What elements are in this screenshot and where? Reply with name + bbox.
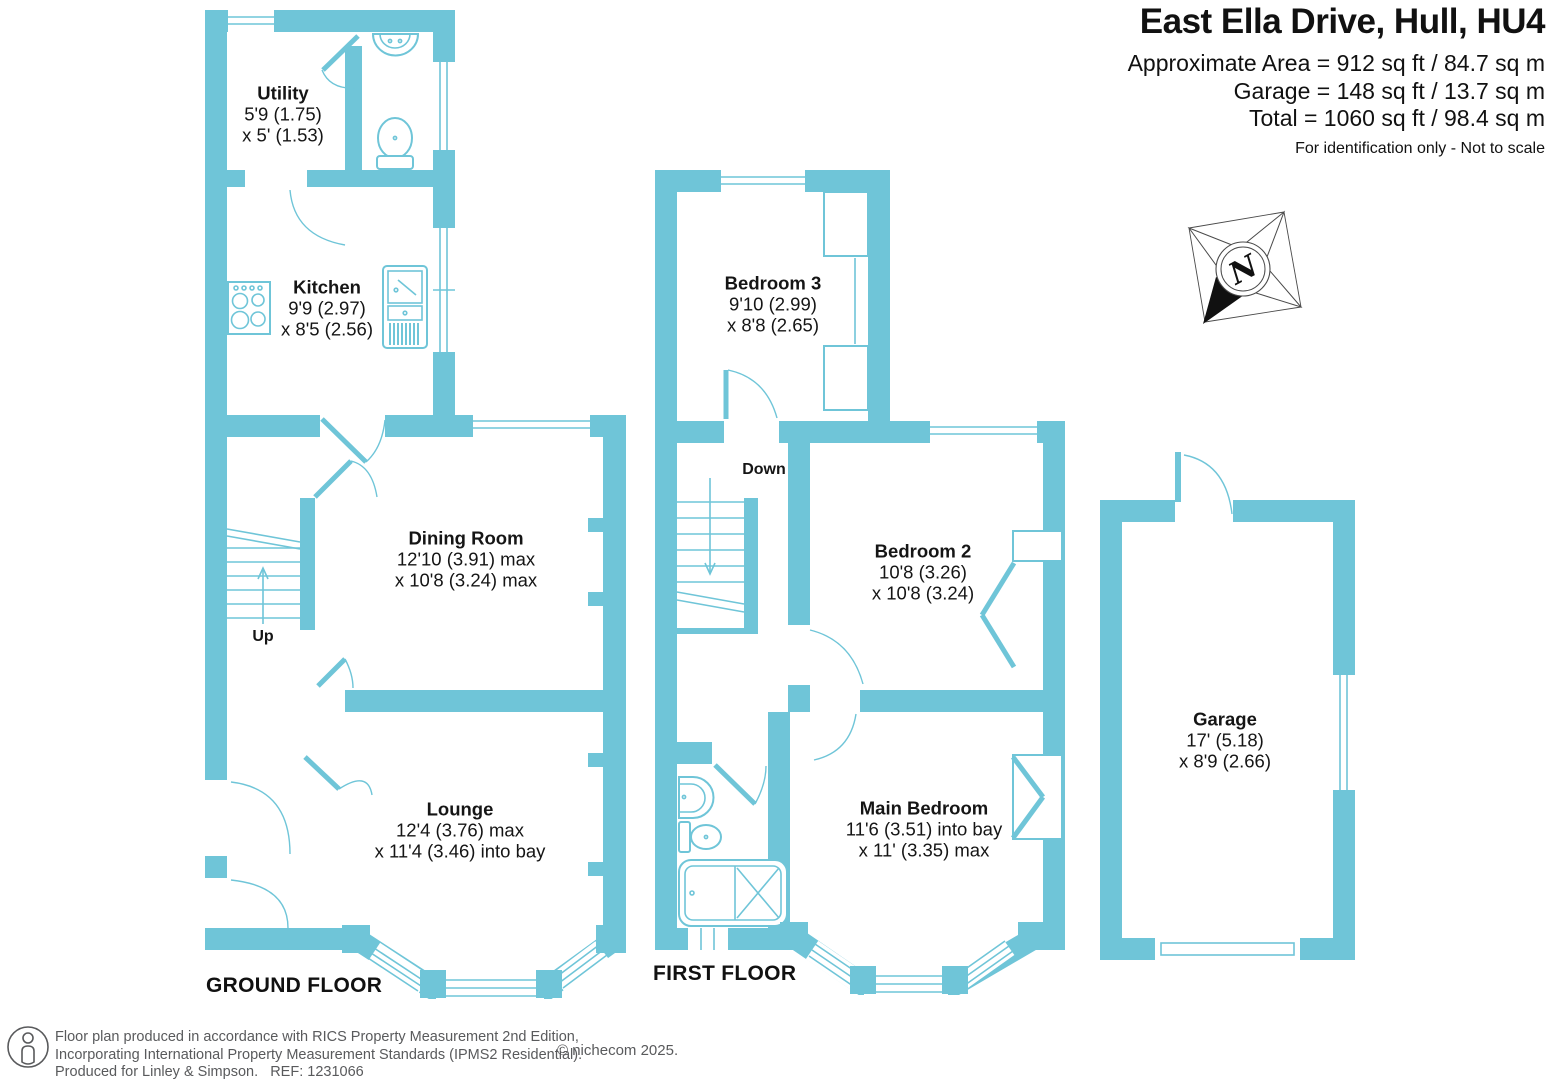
garage-side-door [1175, 452, 1181, 502]
room-name: Garage [1193, 708, 1257, 730]
stairs-down-label: Down [742, 461, 786, 478]
door [230, 34, 386, 929]
room-dim: x 11'4 (3.46) into bay [374, 840, 546, 862]
stairs-up [226, 528, 301, 624]
stairs-up-label: Up [252, 628, 274, 645]
person-outline-icon [7, 1026, 49, 1068]
area-summary: Approximate Area = 912 sq ft / 84.7 sq m… [1128, 50, 1545, 133]
room-name: Bedroom 2 [874, 540, 972, 562]
landing [677, 443, 788, 712]
bathtub-shower-icon [678, 859, 788, 927]
window [228, 10, 590, 437]
room-name: Utility [257, 82, 309, 104]
stairs-down [672, 478, 758, 634]
room-dim: x 11' (3.35) max [858, 839, 990, 861]
room-dim: x 8'9 (2.66) [1179, 750, 1271, 772]
room-dim: 10'8 (3.26) [879, 561, 967, 583]
room-dim: 5'9 (1.75) [244, 103, 322, 125]
room-label-bedroom-3: Bedroom 3 9'10 (2.99) x 8'8 (2.65) [725, 273, 822, 336]
toilet-icon [678, 821, 722, 853]
room-name: Kitchen [293, 276, 361, 298]
room-label-garage: Garage 17' (5.18) x 8'9 (2.66) [1179, 709, 1271, 772]
room-dim: 17' (5.18) [1186, 729, 1264, 751]
room-dim: 11'6 (3.51) into bay [845, 818, 1003, 840]
room-label-main-bedroom: Main Bedroom 11'6 (3.51) into bay x 11' … [846, 798, 1002, 861]
page-title: East Ella Drive, Hull, HU4 [1139, 2, 1546, 41]
wc-sink-icon [371, 33, 420, 57]
room-name: Lounge [426, 798, 494, 820]
garage-plan [1100, 452, 1355, 960]
bathroom-sink-icon [678, 776, 715, 819]
room-name: Dining Room [408, 527, 524, 549]
toilet-icon [376, 117, 414, 170]
garage-door [1155, 938, 1300, 960]
room-label-dining-room: Dining Room 12'10 (3.91) max x 10'8 (3.2… [395, 528, 537, 591]
room-dim: x 5' (1.53) [242, 124, 324, 146]
room-label-utility: Utility 5'9 (1.75) x 5' (1.53) [242, 83, 324, 146]
room-dim: 9'9 (2.97) [288, 297, 366, 319]
room-dim: 12'10 (3.91) max [396, 548, 536, 570]
kitchen-sink-icon [382, 265, 428, 349]
wardrobe [823, 191, 869, 411]
bay-window [342, 925, 626, 999]
room-name: Main Bedroom [859, 797, 989, 819]
room-dim: 9'10 (2.99) [729, 293, 817, 315]
room-name: Bedroom 3 [724, 272, 822, 294]
room-dim: x 10'8 (3.24) [871, 582, 975, 604]
garage-area-line: Garage = 148 sq ft / 13.7 sq m [1233, 77, 1545, 104]
disclaimer-text: For identification only - Not to scale [1295, 139, 1545, 157]
ground-floor-title: GROUND FLOOR [206, 974, 383, 997]
room-label-kitchen: Kitchen 9'9 (2.97) x 8'5 (2.56) [281, 277, 373, 340]
approximate-area-line: Approximate Area = 912 sq ft / 84.7 sq m [1127, 50, 1545, 76]
window [688, 170, 1037, 950]
header: East Ella Drive, Hull, HU4 Approximate A… [1128, 2, 1546, 158]
total-area-line: Total = 1060 sq ft / 98.4 sq m [1249, 105, 1545, 131]
footer-line-3: Produced for Linley & Simpson. REF: 1231… [55, 1064, 364, 1080]
room-dim: x 8'8 (2.65) [727, 314, 819, 336]
room-dim: 12'4 (3.76) max [396, 819, 524, 841]
room-dim: x 8'5 (2.56) [281, 318, 373, 340]
first-floor-title: FIRST FLOOR [653, 962, 797, 985]
hob-icon [227, 281, 271, 335]
footer-disclaimer: Floor plan produced in accordance with R… [55, 1029, 582, 1080]
bay-window [780, 922, 1048, 995]
footer-line-2: Incorporating International Property Mea… [55, 1046, 583, 1063]
copyright-text: © nichecom 2025. [557, 1042, 679, 1059]
compass-rose-north-icon: N [1187, 210, 1303, 324]
main-bedroom-room [790, 712, 1043, 928]
door [713, 369, 864, 806]
cupboard [979, 530, 1063, 840]
ground-floor-plan [205, 10, 626, 999]
first-floor-plan [655, 170, 1065, 995]
room-label-lounge: Lounge 12'4 (3.76) max x 11'4 (3.46) int… [375, 799, 546, 862]
room-dim: x 10'8 (3.24) max [394, 569, 538, 591]
window [1333, 675, 1355, 790]
garage-room [1122, 522, 1333, 938]
footer-line-1: Floor plan produced in accordance with R… [55, 1029, 579, 1045]
utility-room [227, 32, 345, 170]
room-label-bedroom-2: Bedroom 2 10'8 (3.26) x 10'8 (3.24) [872, 541, 974, 604]
